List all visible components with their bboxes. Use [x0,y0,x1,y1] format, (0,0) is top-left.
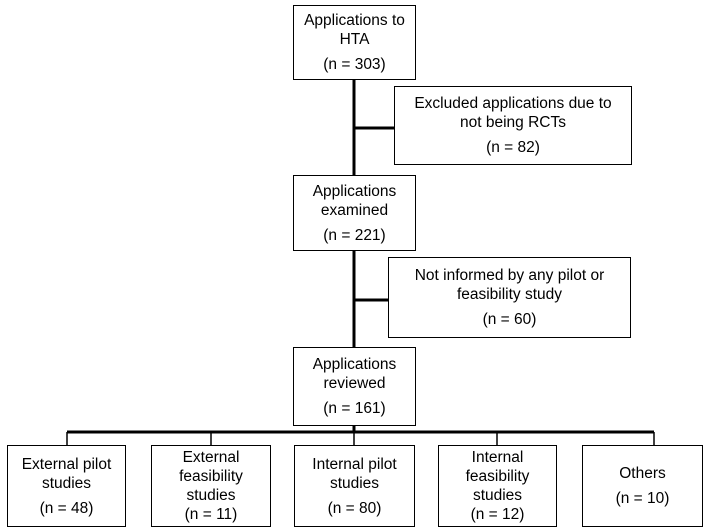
box-label-line1: Not informed by any pilot or [414,267,605,284]
excluded-not-rcts-box: Excluded applications due to not being R… [394,86,632,165]
box-label-line2: examined [320,201,389,219]
box-label-line1: External pilot [21,455,112,473]
box-label-line3: studies [472,487,523,504]
box-label-line1: Internal pilot [312,455,397,473]
applications-reviewed-box: Applications reviewed (n = 161) [293,347,416,426]
box-count: (n = 303) [323,56,386,73]
applications-to-hta-box: Applications to HTA (n = 303) [293,5,416,80]
box-count: (n = 12) [470,506,525,523]
external-feasibility-studies-box: External feasibility studies (n = 11) [151,445,271,527]
box-label-line1: Others [619,465,666,482]
box-count: (n = 11) [184,506,238,523]
box-count: (n = 48) [39,499,94,517]
box-label-line1: Internal [471,449,524,466]
box-label-line2: HTA [339,31,370,48]
box-label-line2: studies [41,474,92,492]
internal-pilot-studies-box: Internal pilot studies (n = 80) [294,445,415,527]
box-label-line1: External [182,449,240,466]
box-label-line2: studies [329,474,380,492]
box-label-line2: feasibility study [456,286,563,303]
box-count: (n = 80) [327,499,382,517]
box-count: (n = 82) [486,139,540,156]
others-box: Others (n = 10) [582,445,703,527]
box-count: (n = 60) [482,311,537,328]
box-label-line1: Applications [312,182,397,200]
internal-feasibility-studies-box: Internal feasibility studies (n = 12) [438,445,557,527]
box-count: (n = 161) [323,400,386,417]
box-label-line3: studies [186,487,236,504]
external-pilot-studies-box: External pilot studies (n = 48) [7,445,126,527]
box-label-line1: Excluded applications due to [414,95,612,112]
box-label-line1: Applications to [304,12,405,29]
box-label-line1: Applications [312,356,397,373]
not-informed-pilot-box: Not informed by any pilot or feasibility… [388,257,631,338]
box-count: (n = 10) [615,490,670,507]
box-label-line2: feasibility [465,468,530,485]
box-label-line2: reviewed [323,375,386,392]
box-count: (n = 221) [323,226,386,244]
box-label-line2: not being RCTs [460,114,566,131]
applications-examined-box: Applications examined (n = 221) [293,175,416,251]
box-label-line2: feasibility [179,468,243,485]
